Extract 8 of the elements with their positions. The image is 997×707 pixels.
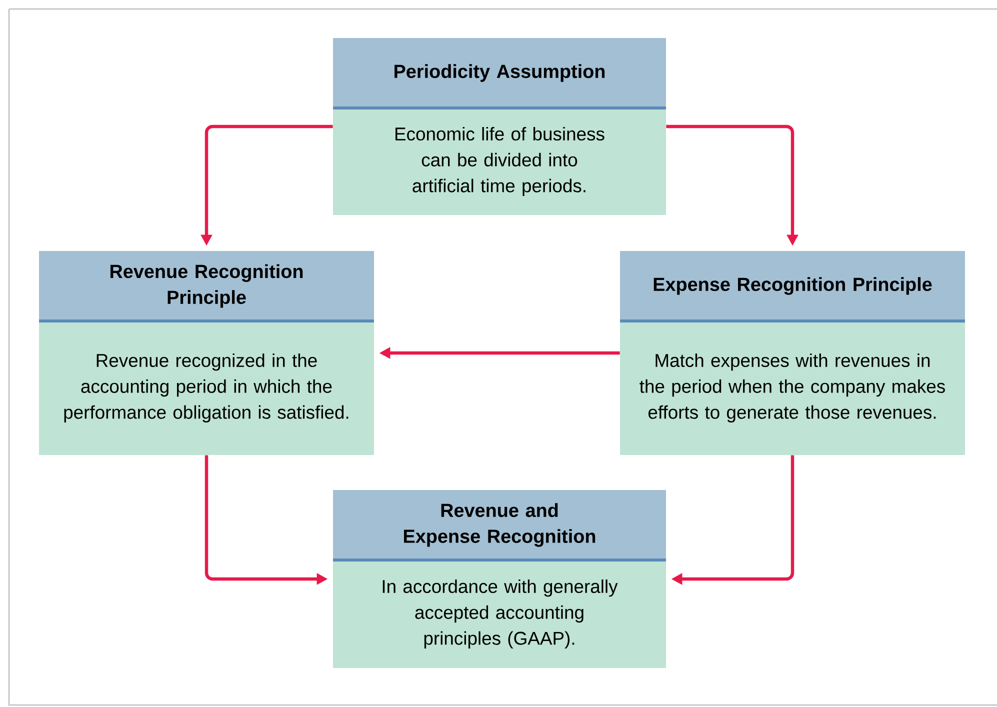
process-box: Revenue Recognition Principle Revenue recognized in the accounting period in which the performance obligation is satisfied. (39, 251, 374, 455)
node-label: Periodicity Assumption (394, 64, 605, 82)
process-box: Expense Recognition Principle Match expenses with revenues in the period when the company makes efforts to generate those revenues. (620, 251, 965, 455)
node-label: Revenue and Expense Recognition (404, 503, 596, 547)
process-box: Revenue and Expense Recognition In accordance with generally accepted accounting principles (GAAP). (333, 490, 666, 668)
node-label: Revenue Recognition Principle (110, 264, 303, 308)
node-label: Expense Recognition Principle (654, 277, 932, 295)
process-box: Periodicity Assumption Economic life of business can be divided into artificial time periods. (333, 38, 666, 215)
